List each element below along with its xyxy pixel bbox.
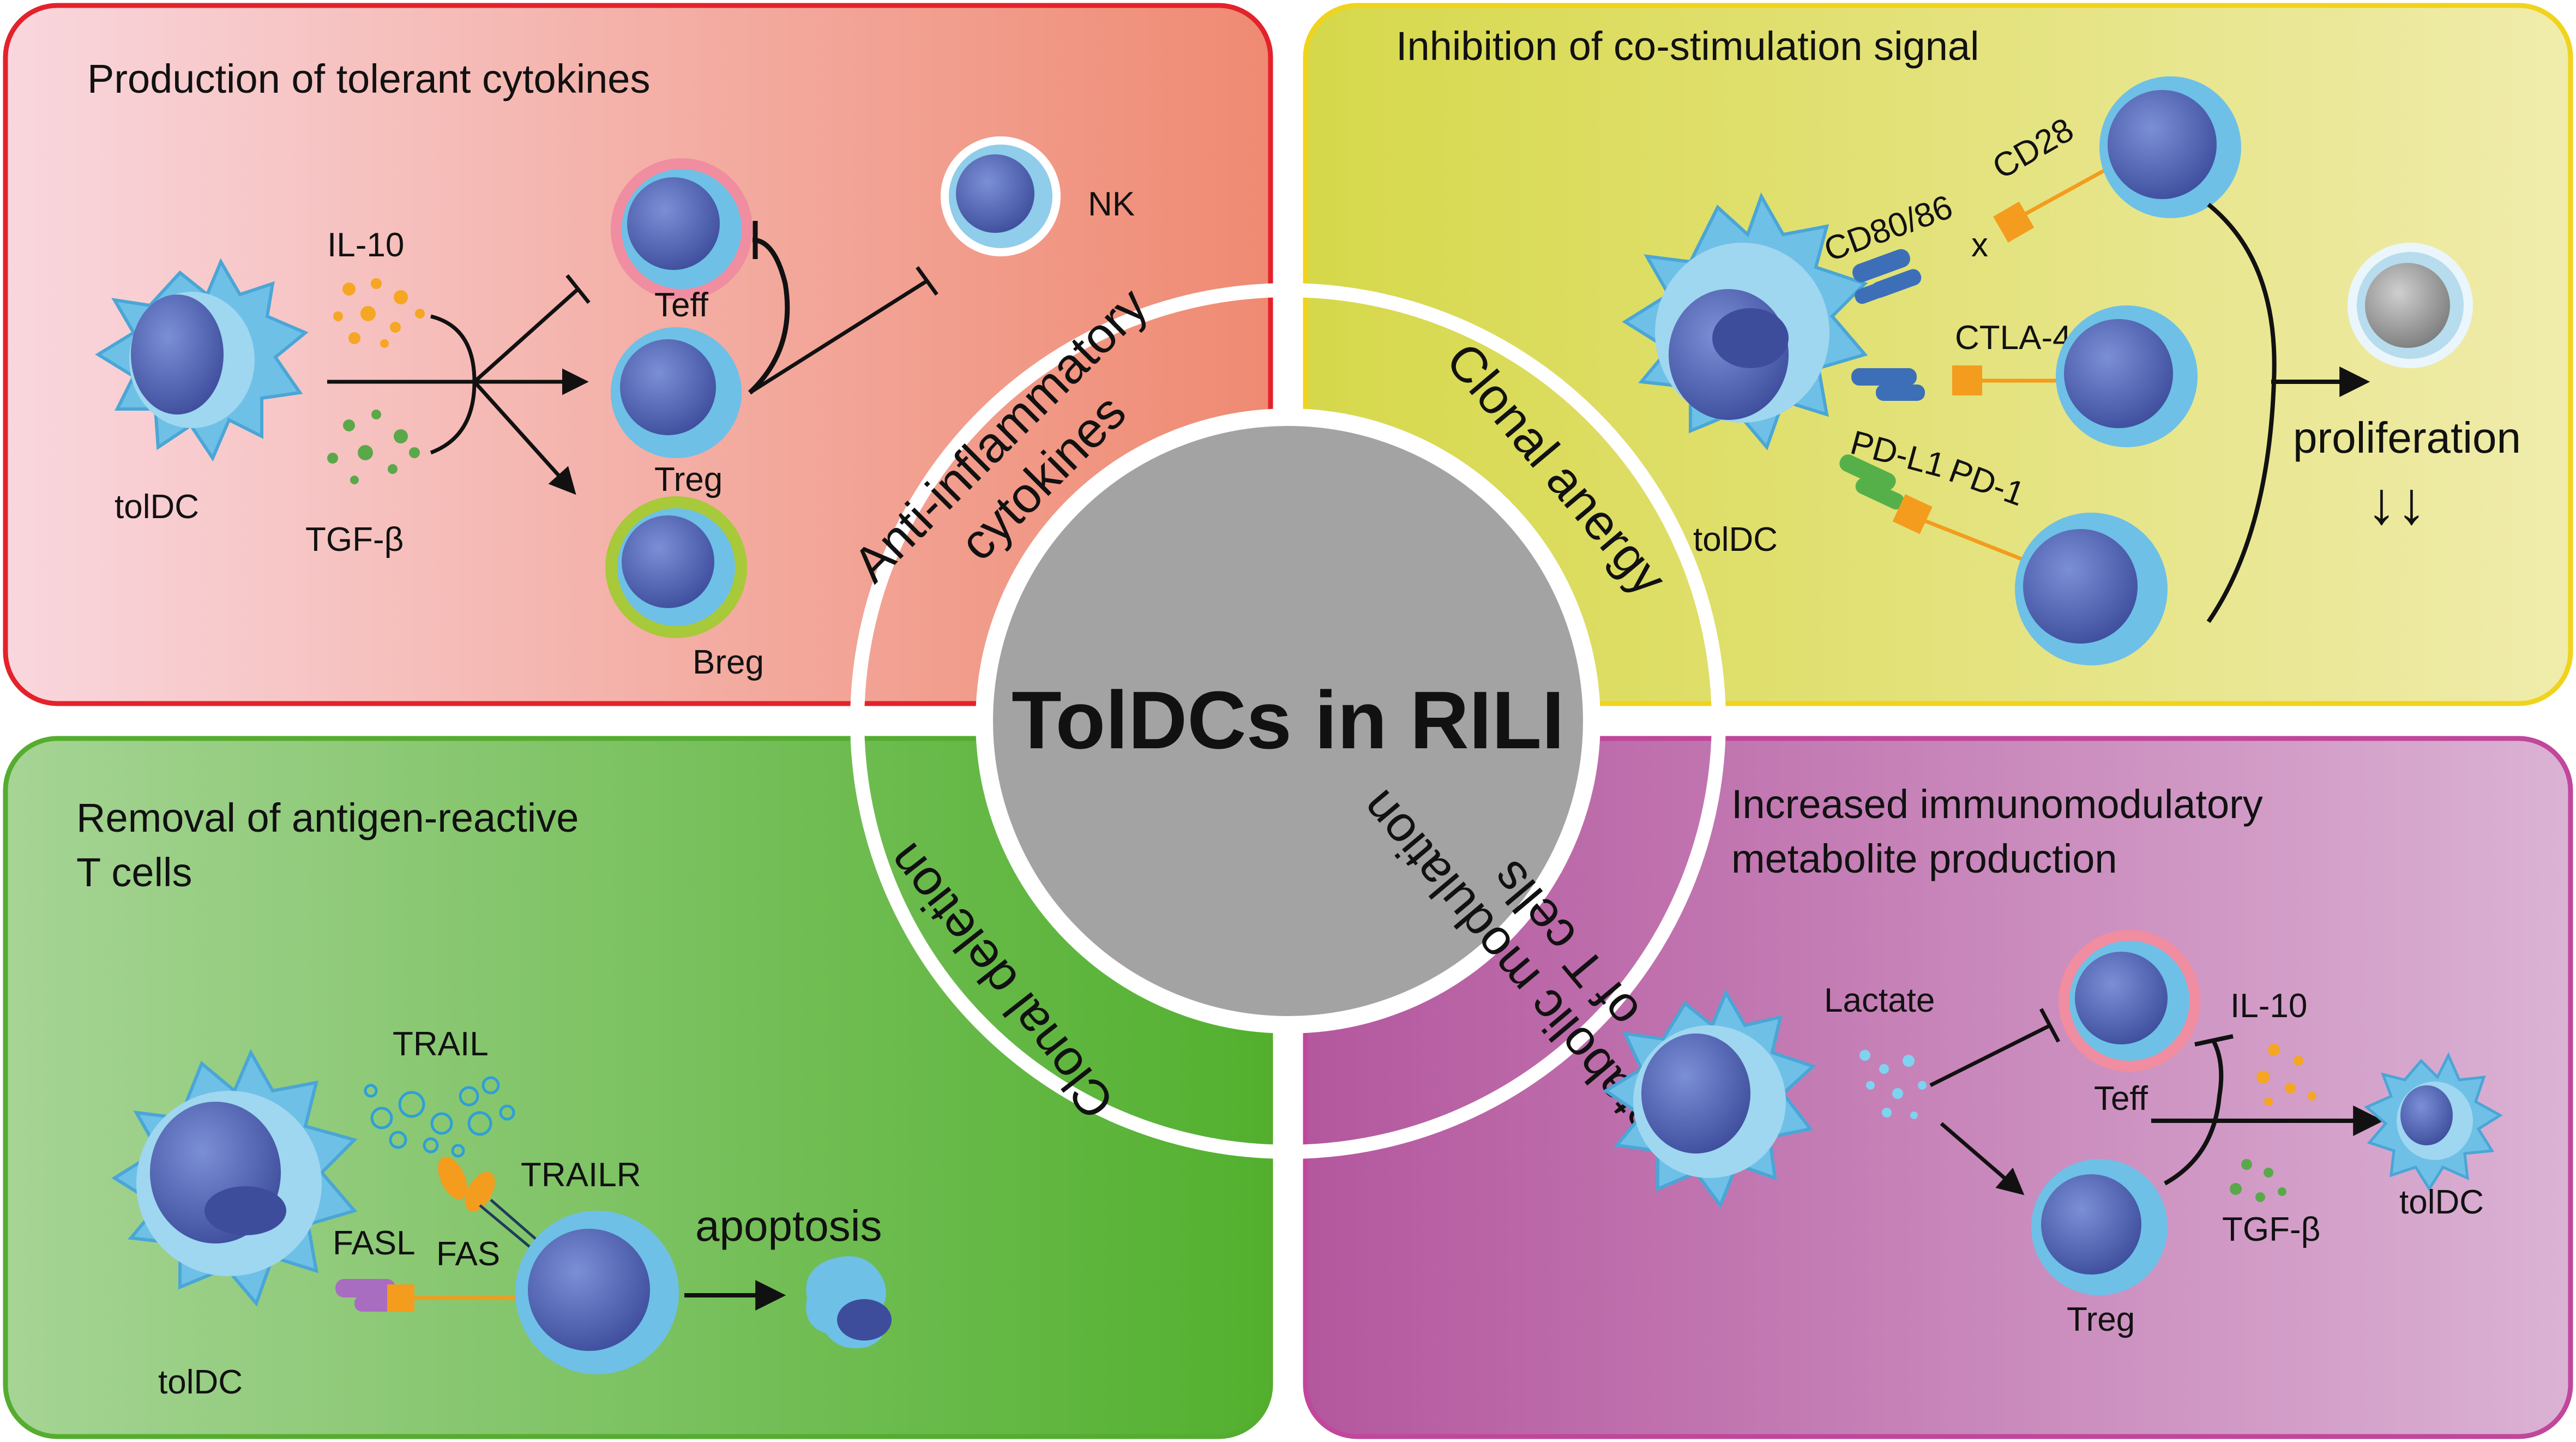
arrow-to-breg-tl bbox=[473, 380, 576, 495]
teff-cell-tl bbox=[611, 158, 753, 300]
cd28-receptor bbox=[1993, 201, 2035, 243]
il10-label-br: IL-10 bbox=[2230, 987, 2307, 1025]
toldc-label-bl: tolDC bbox=[158, 1363, 243, 1401]
toldc-label-br: tolDC bbox=[2399, 1183, 2484, 1221]
nk-cell-tl bbox=[941, 136, 1061, 256]
panel-bottom-left bbox=[3, 736, 1273, 1439]
lactate-particles bbox=[1859, 1050, 1927, 1119]
fas-label: FAS bbox=[436, 1235, 500, 1273]
toldc-small-cell-br bbox=[2364, 1052, 2503, 1192]
trailr-label: TRAILR bbox=[521, 1156, 641, 1194]
panel-bottom-right-title-1: Increased immunomodulatory bbox=[1731, 782, 2263, 827]
fasl-label: FASL bbox=[333, 1224, 416, 1262]
fas-receptor bbox=[387, 1284, 414, 1312]
breg-cell-tl bbox=[605, 496, 747, 638]
tgfb-particles-tl bbox=[327, 410, 420, 484]
il10-label-tl: IL-10 bbox=[327, 226, 404, 264]
apoptotic-body bbox=[806, 1256, 892, 1349]
ctla4-label: CTLA-4 bbox=[1955, 319, 2072, 357]
toldc-cell-bl bbox=[111, 1049, 358, 1307]
trail-label: TRAIL bbox=[393, 1025, 489, 1063]
proliferation-label: proliferation bbox=[2293, 413, 2521, 462]
panel-bottom-right bbox=[1303, 736, 2573, 1439]
panel-top-right-title: Inhibition of co-stimulation signal bbox=[1396, 23, 1979, 69]
toldc-cell-tl bbox=[95, 258, 309, 462]
lactate-inhibit-teff-bar bbox=[2039, 1008, 2061, 1043]
panel-bottom-left-title-2: T cells bbox=[76, 850, 192, 895]
treg-inhibit-nk-tl bbox=[749, 279, 928, 394]
treg-cell-br bbox=[2031, 1159, 2168, 1295]
lactate-inhibit-teff bbox=[1929, 1023, 2051, 1087]
pdl1-ligand bbox=[1839, 454, 1905, 510]
center-title: TolDCs in RILI bbox=[1012, 674, 1564, 766]
treg-cell-tl bbox=[611, 327, 742, 458]
treg-inhibit-teff-bar-br bbox=[2194, 1034, 2234, 1047]
toldc-label-tl: tolDC bbox=[115, 488, 199, 526]
treg-inhibit-teff-br bbox=[2164, 1041, 2224, 1186]
tgfb-label-br: TGF-β bbox=[2222, 1211, 2320, 1248]
il10-particles-tl bbox=[333, 278, 425, 348]
ctla4-ligand bbox=[1851, 368, 1925, 401]
decrease-arrows: ↓↓ bbox=[2367, 470, 2427, 537]
apoptosis-label: apoptosis bbox=[695, 1201, 882, 1250]
t-cell-cd28 bbox=[2099, 76, 2241, 218]
breg-label-tl: Breg bbox=[693, 644, 764, 681]
treg-label-br: Treg bbox=[2067, 1301, 2135, 1338]
teff-cell-br bbox=[2059, 930, 2200, 1072]
il10-particles-br bbox=[2256, 1044, 2316, 1106]
toldc-cell-br bbox=[1603, 989, 1816, 1209]
inhibit-teff-bar-tl bbox=[565, 274, 591, 304]
pd1-stalk bbox=[1924, 519, 2030, 564]
trail-receptor bbox=[438, 1156, 495, 1212]
tgfb-label-tl: TGF-β bbox=[305, 521, 404, 558]
lactate-label: Lactate bbox=[1824, 982, 1935, 1019]
lactate-to-treg bbox=[1940, 1122, 2025, 1195]
teff-label-br: Teff bbox=[2094, 1080, 2148, 1117]
tgfb-particles-br bbox=[2230, 1159, 2286, 1202]
inhibit-teff-tl bbox=[473, 287, 580, 383]
nk-label-tl: NK bbox=[1088, 185, 1135, 223]
treg-inhibit-nk-bar-tl bbox=[916, 266, 938, 296]
panel-top-left-title: Production of tolerant cytokines bbox=[87, 56, 650, 101]
t-cell-pd1 bbox=[2015, 513, 2168, 665]
t-cell-bl bbox=[515, 1211, 679, 1374]
block-x-label: x bbox=[1971, 226, 1988, 264]
resting-cell-tr bbox=[2348, 243, 2473, 368]
center-disc bbox=[985, 418, 1591, 1024]
panel-top-right bbox=[1303, 3, 2573, 706]
toldc-label-tr: tolDC bbox=[1693, 521, 1778, 558]
panel-bottom-left-title-1: Removal of antigen-reactive bbox=[76, 795, 579, 840]
t-cell-ctla4 bbox=[2056, 305, 2198, 447]
ctla4-receptor bbox=[1952, 365, 1982, 395]
treg-inhibit-teff-tl bbox=[748, 237, 790, 395]
pd1-receptor bbox=[1892, 494, 1933, 534]
cd80-86-receptor bbox=[1852, 249, 1922, 304]
panel-bottom-right-title-2: metabolite production bbox=[1731, 836, 2117, 881]
treg-label-tl: Treg bbox=[654, 461, 723, 498]
teff-label-tl: Teff bbox=[654, 286, 709, 324]
toldc-cell-tr bbox=[1622, 192, 1868, 450]
trail-particles bbox=[364, 1076, 515, 1158]
